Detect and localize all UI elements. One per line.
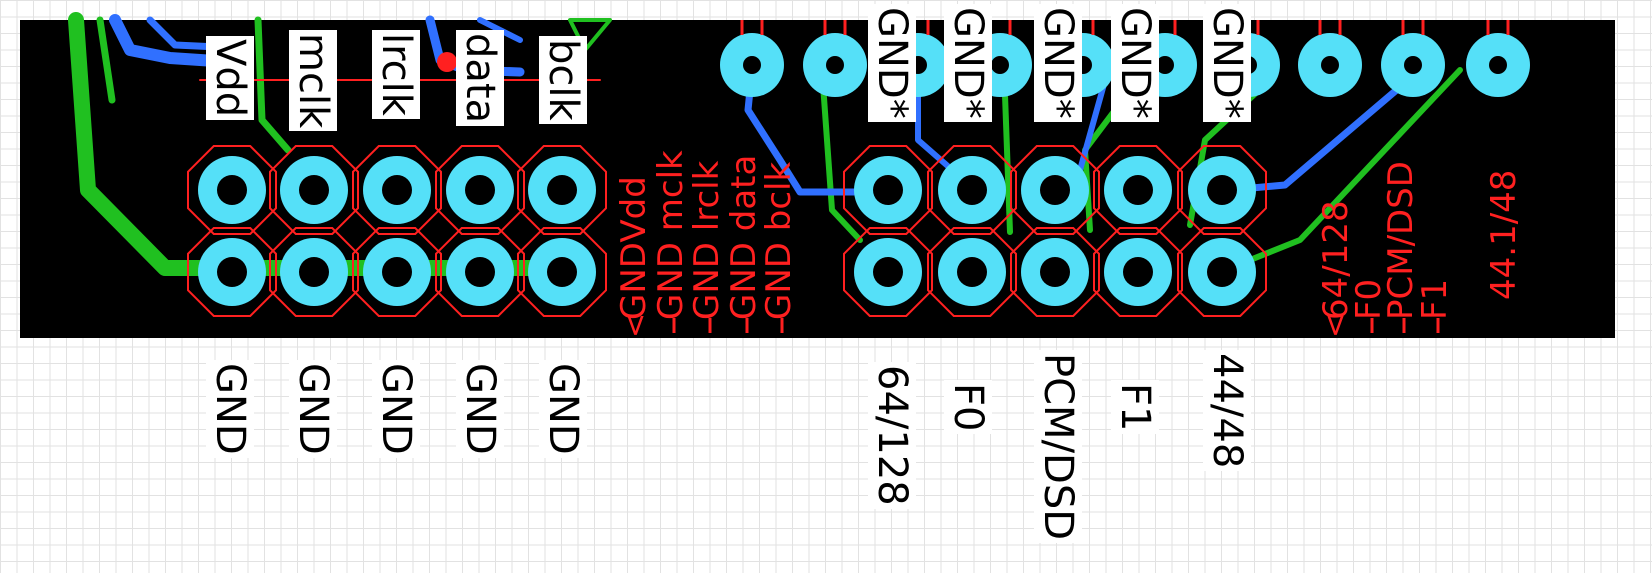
label-f0: F0 [944, 380, 992, 435]
pad-outline [1010, 227, 1100, 317]
silk-right-2: PCM/DSD [1381, 161, 1421, 320]
pad-hole [1123, 257, 1153, 287]
pad-outline [927, 227, 1017, 317]
silk-left-arrow: < [618, 313, 653, 338]
connector-hole [1404, 56, 1422, 74]
label-vdd: Vdd [206, 36, 254, 121]
label-64-128: 64/128 [868, 362, 916, 509]
pad-hole [465, 257, 495, 287]
label-gnd-1: GND [206, 360, 254, 458]
pad-hole [465, 175, 495, 205]
pad-hole [1040, 257, 1070, 287]
pad-hole [873, 175, 903, 205]
top-trace-mclk [254, 16, 292, 154]
pads-layer [198, 20, 1530, 306]
silk-right-4: 44.1/48 [1484, 170, 1524, 300]
pad-outline [517, 145, 607, 235]
bottom-trace-upper-1 [109, 14, 236, 68]
silk-right-1: F0 [1349, 279, 1389, 320]
pad-outline [1093, 145, 1183, 235]
pad-outline [843, 145, 933, 235]
pad-hole [382, 175, 412, 205]
connector-hole [1156, 56, 1174, 74]
connector-hole [743, 56, 761, 74]
silk-right-3: F1 [1415, 279, 1455, 320]
silk-left-2: GND lrclk [687, 160, 727, 320]
label-gnd-star-2: GND* [944, 4, 992, 122]
pad-hole [217, 175, 247, 205]
label-pcm-dsd: PCM/DSD [1034, 350, 1082, 544]
silk-right-arrow: < [1318, 313, 1353, 338]
pad-outline [1177, 145, 1267, 235]
label-gnd-star-5: GND* [1203, 4, 1251, 122]
pad-hole [957, 257, 987, 287]
label-mclk: mclk [289, 30, 337, 132]
pad-hole [299, 257, 329, 287]
connector-lead [1401, 20, 1425, 35]
connector-lead [823, 20, 847, 35]
pad-outline [435, 145, 525, 235]
pad-hole [217, 257, 247, 287]
label-data: data [456, 30, 504, 127]
silk-left-3: GND data [724, 155, 764, 320]
connector-lead [740, 20, 764, 35]
label-gnd-4: GND [456, 360, 504, 458]
silk-left-4: GND bclk [759, 162, 799, 320]
pad-hole [1123, 175, 1153, 205]
pad-hole [547, 257, 577, 287]
connector-hole [1489, 56, 1507, 74]
connector-lead [1486, 20, 1510, 35]
pad-outline [352, 227, 442, 317]
pad-hole [1040, 175, 1070, 205]
pad-outline [269, 145, 359, 235]
pad-hole [299, 175, 329, 205]
silk-right-0: 64/128 [1316, 200, 1356, 320]
label-gnd-star-4: GND* [1111, 4, 1159, 122]
red-via [437, 52, 457, 72]
label-gnd-3: GND [372, 360, 420, 458]
label-bclk: bclk [539, 36, 587, 124]
pad-outline [187, 227, 277, 317]
silk-left-1: GND mclk [651, 150, 691, 320]
pad-hole [382, 257, 412, 287]
pad-outline [269, 227, 359, 317]
pad-outline [1010, 145, 1100, 235]
pad-hole [1207, 175, 1237, 205]
pad-outline [1177, 227, 1267, 317]
pad-hole [873, 257, 903, 287]
pad-outline [1093, 227, 1183, 317]
label-44-48: 44/48 [1203, 350, 1251, 472]
top-trace-right-5 [1227, 67, 1463, 271]
label-gnd-5: GND [539, 360, 587, 458]
silk-left-0: GNDVdd [614, 176, 654, 320]
pad-outline [843, 227, 933, 317]
top-trace-right-1 [819, 67, 863, 243]
label-gnd-star-1: GND* [868, 4, 916, 122]
label-gnd-2: GND [289, 360, 337, 458]
pad-outline [352, 145, 442, 235]
pad-hole [1207, 257, 1237, 287]
connector-hole [991, 56, 1009, 74]
pad-hole [957, 175, 987, 205]
pad-outline [517, 227, 607, 317]
pad-outline [435, 227, 525, 317]
silkscreen-pad-outlines [187, 145, 1267, 317]
connector-hole [826, 56, 844, 74]
label-f1: F1 [1111, 380, 1159, 435]
pad-outline [927, 145, 1017, 235]
label-lrclk: lrclk [372, 30, 420, 119]
label-gnd-star-3: GND* [1034, 4, 1082, 122]
top-trace-corner [568, 18, 612, 52]
top-trace-upper-left [96, 16, 116, 104]
connector-hole [1321, 56, 1339, 74]
pad-outline [187, 145, 277, 235]
pad-hole [547, 175, 577, 205]
connector-lead [1318, 20, 1342, 35]
